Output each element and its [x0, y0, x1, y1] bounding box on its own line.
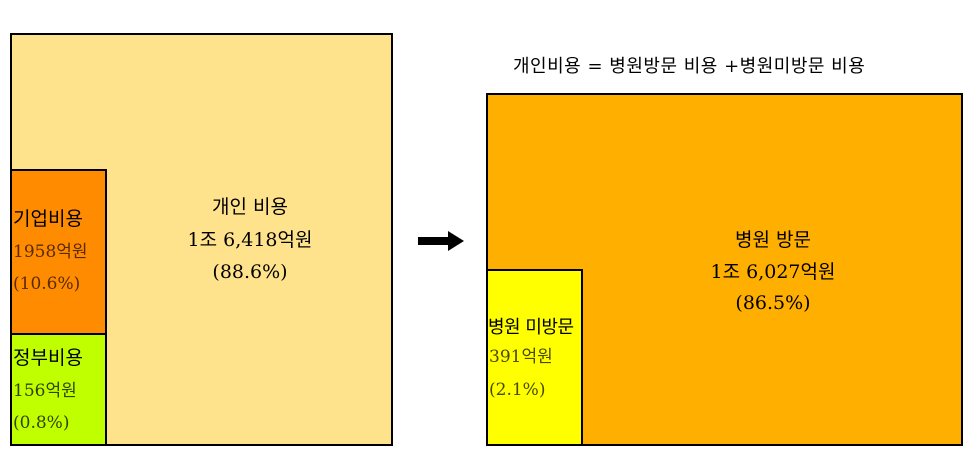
corporate-cost-percent: (10.6%) — [13, 274, 81, 294]
corporate-cost-value: 1958억원 — [13, 242, 88, 262]
government-cost-percent: (0.8%) — [13, 413, 70, 433]
personal-cost-name: 개인 비용 — [212, 196, 288, 218]
no-hospital-visit-value: 391억원 — [489, 347, 553, 367]
hospital-visit-value: 1조 6,027억원 — [710, 261, 836, 283]
tile-no-hospital-visit — [486, 269, 583, 446]
personal-cost-percent: (88.6%) — [212, 261, 288, 283]
tile-corporate-cost — [10, 169, 107, 335]
no-hospital-visit-name: 병원 미방문 — [488, 317, 574, 338]
government-cost-value: 156억원 — [13, 381, 77, 401]
government-cost-name: 정부비용 — [13, 347, 83, 369]
personal-cost-value: 1조 6,418억원 — [187, 229, 313, 251]
hospital-visit-name: 병원 방문 — [735, 229, 811, 251]
hospital-visit-percent: (86.5%) — [735, 292, 811, 314]
tile-government-cost — [10, 333, 107, 446]
right-arrow-icon — [418, 231, 464, 251]
right-chart-title: 개인비용 = 병원방문 비용 +병원미방문 비용 — [513, 56, 866, 77]
corporate-cost-name: 기업비용 — [13, 208, 83, 230]
no-hospital-visit-percent: (2.1%) — [489, 380, 546, 400]
